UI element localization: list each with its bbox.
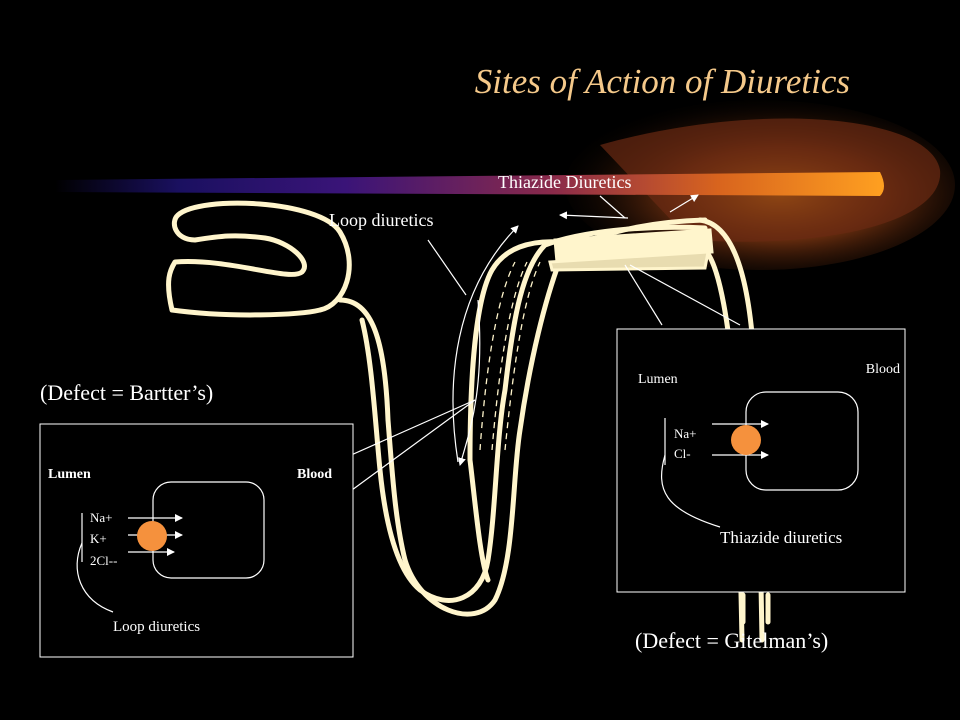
thiazide-cell-panel: Lumen Blood Na+ Cl- Thiazide diuretics: [616, 328, 906, 593]
slide-title: Sites of Action of Diuretics: [475, 62, 850, 101]
loop-ion-cl: 2Cl--: [90, 553, 117, 568]
loop-ion-k: K+: [90, 531, 107, 546]
pointer-lines: [339, 194, 741, 491]
loop-transporter: [137, 521, 167, 551]
thiazide-cell-blood-label: Blood: [866, 362, 900, 377]
thiazide-ion-cl: Cl-: [674, 446, 691, 461]
loop-cell-panel: Lumen Blood Na+ K+ 2Cl-- Loop diuretics: [39, 423, 354, 658]
thiazide-cell-lumen-label: Lumen: [638, 372, 678, 387]
loop-cell-blood-label: Blood: [297, 467, 332, 482]
thiazide-ion-na: Na+: [674, 426, 697, 441]
loop-top-label: Loop diuretics: [329, 210, 433, 230]
bartter-defect-label: (Defect = Bartter’s): [40, 380, 213, 405]
distal-bundle: [548, 228, 714, 272]
thiazide-cell-drug-label: Thiazide diuretics: [720, 528, 842, 547]
dashed-lines: [479, 261, 541, 451]
thiazide-top-label: Thiazide Diuretics: [498, 172, 631, 192]
loop-cell-drug-label: Loop diuretics: [113, 619, 200, 635]
loop-ion-na: Na+: [90, 510, 113, 525]
thiazide-transporter: [731, 425, 761, 455]
gitelman-defect-label: (Defect = Gitelman’s): [635, 628, 828, 653]
duct-tail: [740, 592, 771, 625]
loop-cell-lumen-label: Lumen: [48, 467, 91, 482]
